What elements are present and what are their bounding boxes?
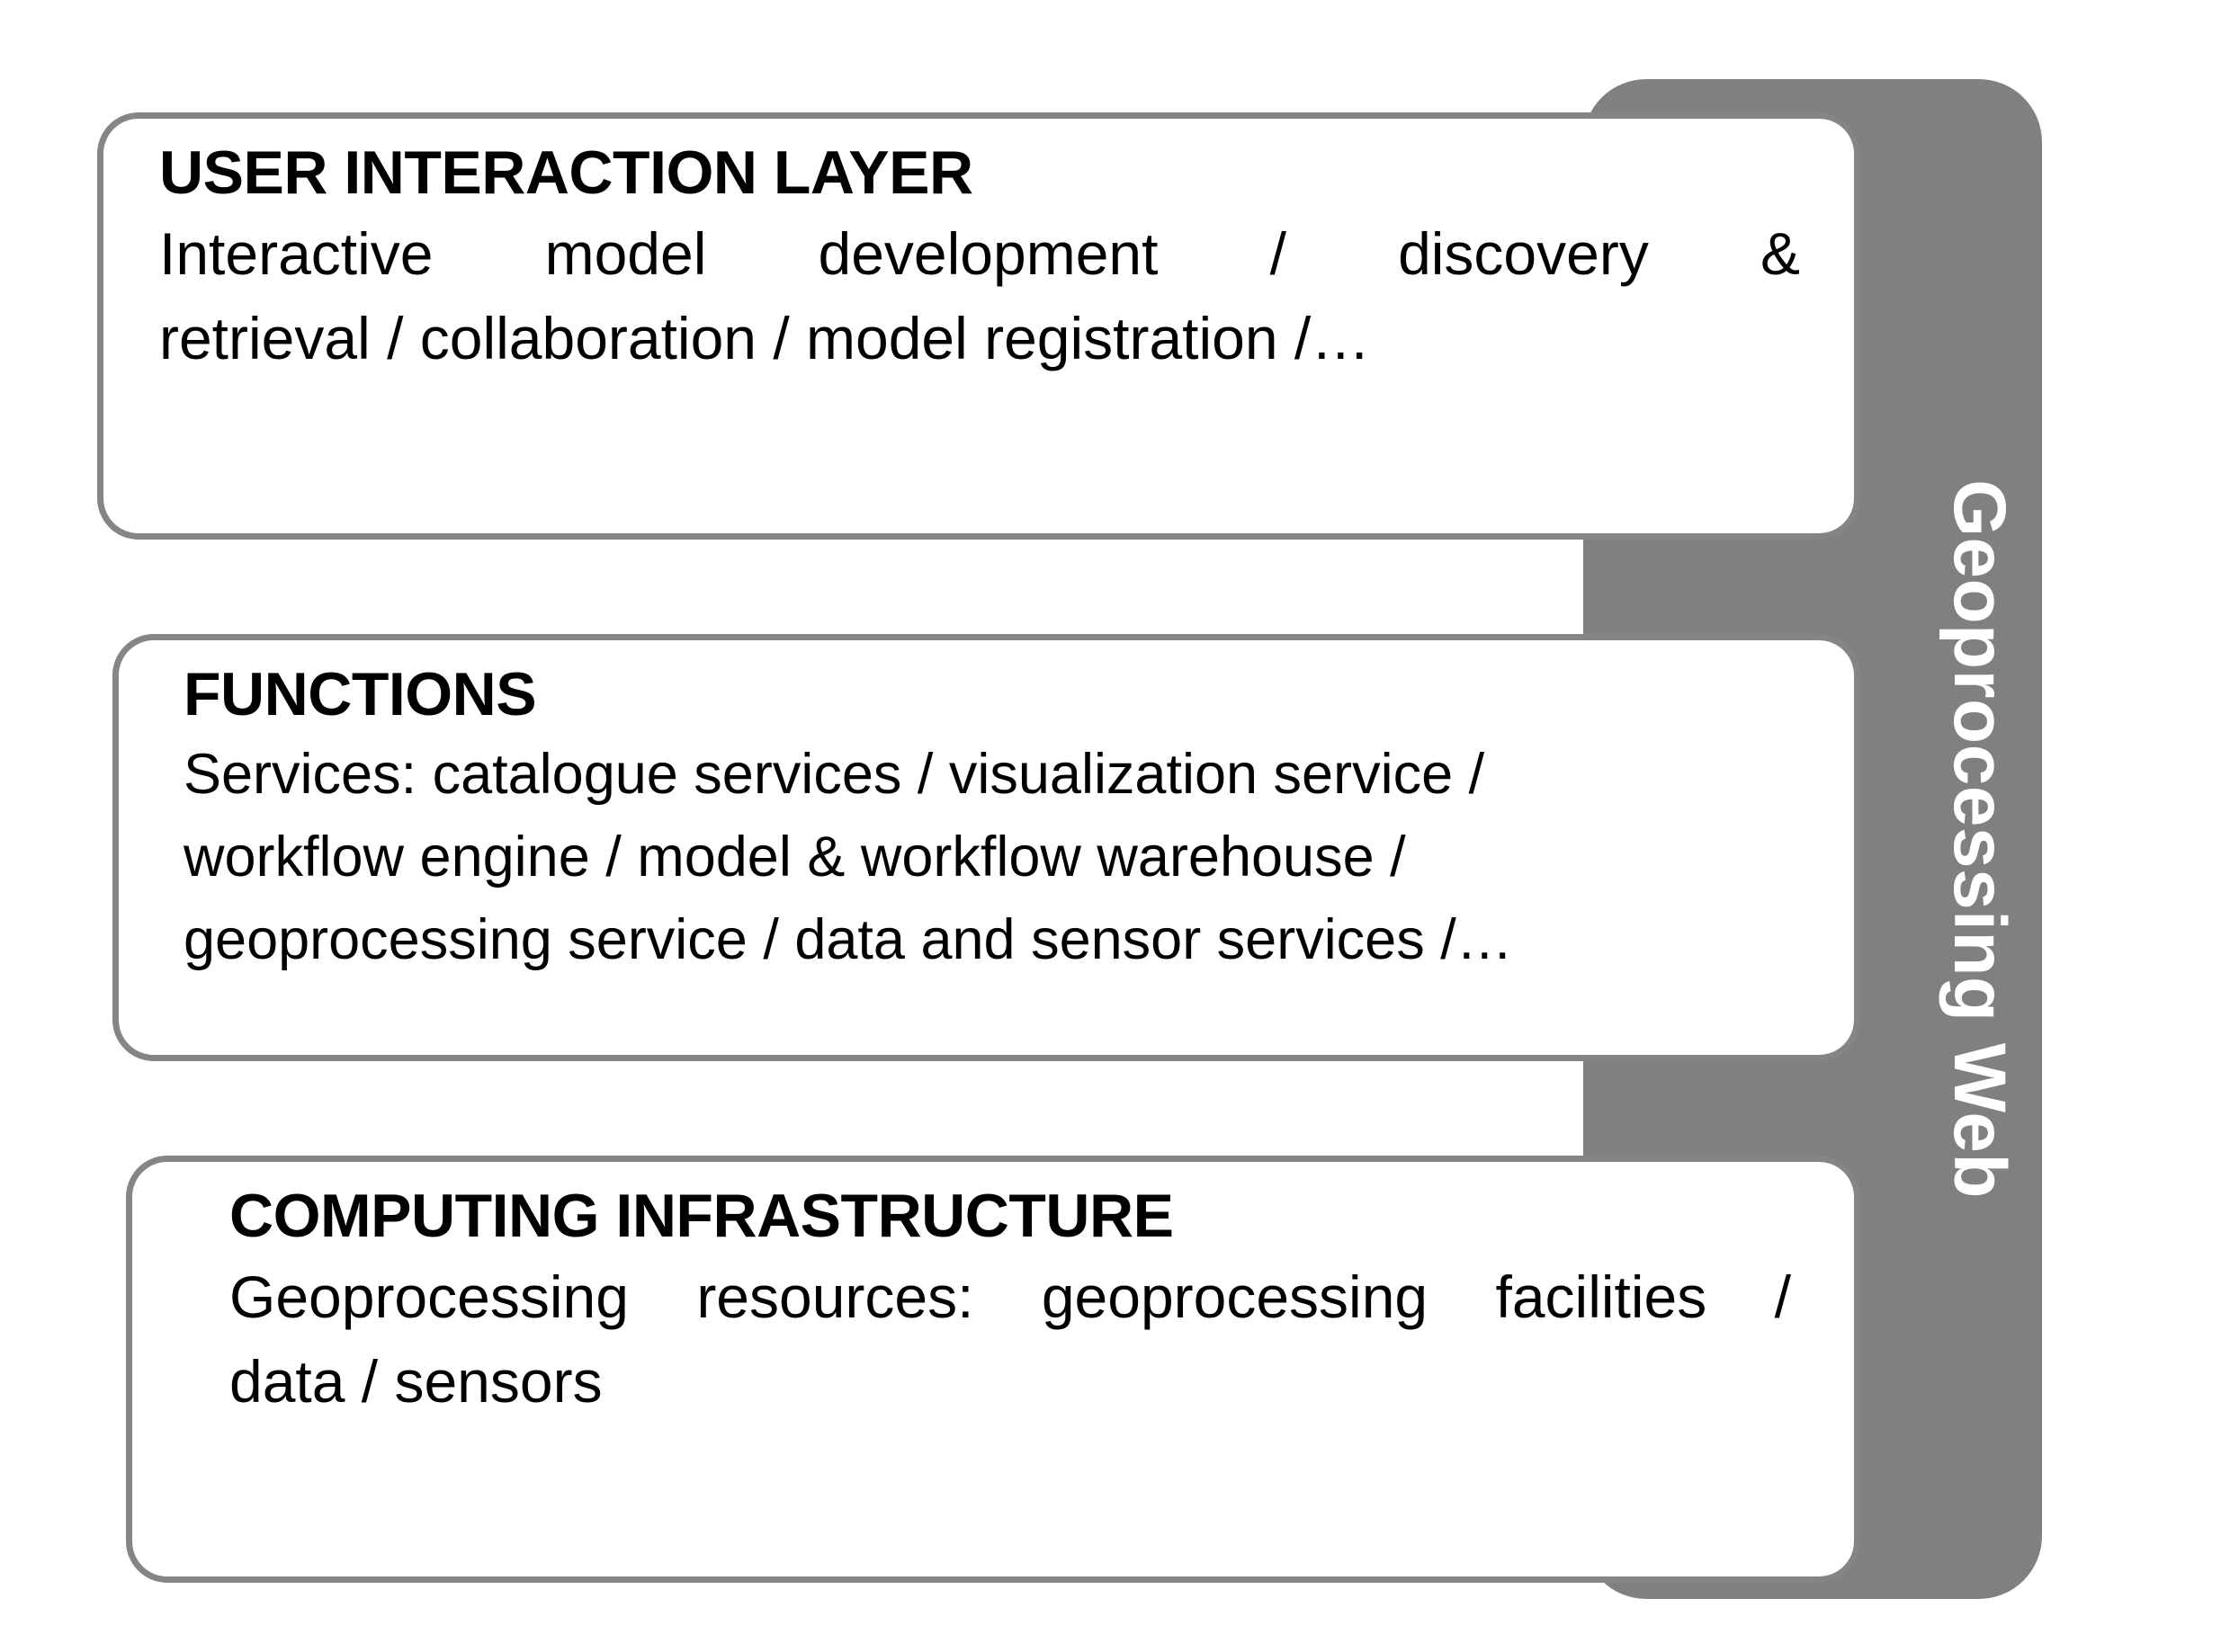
layer-content-computing-infrastructure: COMPUTING INFRASTRUCTURE Geoprocessing r…	[132, 1162, 1854, 1424]
layer-box-functions: FUNCTIONS Services: catalogue services /…	[112, 634, 1860, 1061]
layer-body-user-interaction: Interactive model development / discover…	[159, 212, 1800, 380]
layer-body-line: retrieval / collaboration / model regist…	[159, 304, 1371, 371]
layer-content-functions: FUNCTIONS Services: catalogue services /…	[119, 640, 1854, 982]
layer-box-computing-infrastructure: COMPUTING INFRASTRUCTURE Geoprocessing r…	[126, 1156, 1860, 1583]
layer-body-line: Geoprocessing resources: geoprocessing f…	[229, 1264, 1791, 1331]
layer-body-line: Interactive model development / discover…	[159, 220, 1800, 288]
layer-body-line: Services: catalogue services / visualiza…	[184, 743, 1485, 807]
layer-content-user-interaction: USER INTERACTION LAYER Interactive model…	[103, 119, 1854, 381]
layer-box-user-interaction: USER INTERACTION LAYER Interactive model…	[97, 112, 1860, 540]
layer-body-line: workflow engine / model & workflow wareh…	[184, 826, 1406, 889]
layer-body-functions: Services: catalogue services / visualiza…	[184, 734, 1800, 982]
layer-title-functions: FUNCTIONS	[184, 660, 537, 728]
layer-title-computing-infrastructure: COMPUTING INFRASTRUCTURE	[229, 1182, 1174, 1250]
layer-body-line: geoprocessing service / data and sensor …	[184, 908, 1513, 972]
layer-body-computing-infrastructure: Geoprocessing resources: geoprocessing f…	[229, 1255, 1791, 1424]
layer-body-line: data / sensors	[229, 1347, 603, 1415]
layer-title-user-interaction: USER INTERACTION LAYER	[159, 138, 973, 207]
